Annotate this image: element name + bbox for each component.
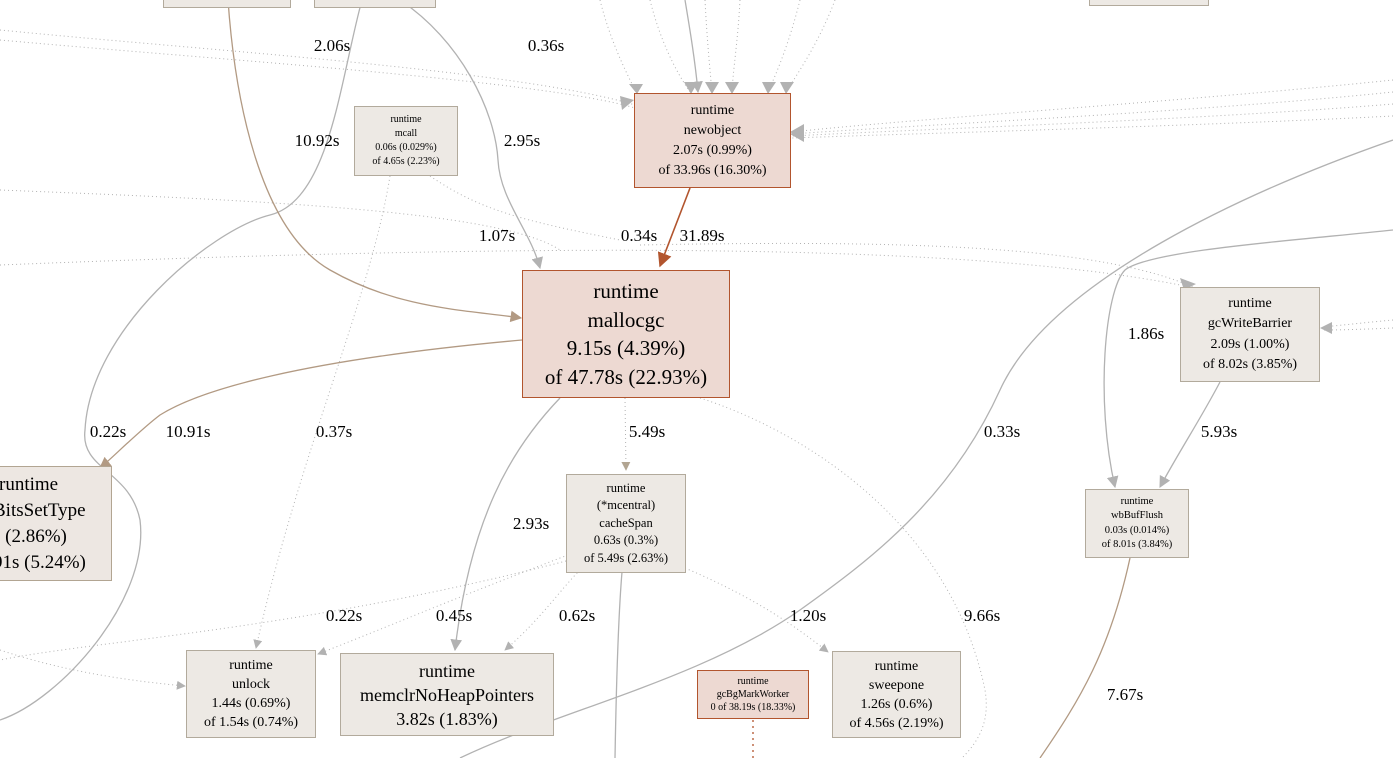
edge-label: 9.66s bbox=[963, 606, 1001, 625]
node-pkg: runtime bbox=[690, 102, 735, 118]
edge-label: 0.33s bbox=[983, 422, 1021, 441]
edge-label: 2.06s bbox=[313, 36, 351, 55]
node-flat: 2.07s (0.99%) bbox=[673, 142, 752, 158]
node-flat: 2.09s (1.00%) bbox=[1210, 336, 1290, 352]
node-stub-left[interactable] bbox=[163, 0, 291, 8]
node-flat: 9.15s (4.39%) bbox=[566, 336, 686, 360]
node-gcbgmarkworker[interactable]: runtime gcBgMarkWorker 0 of 38.19s (18.3… bbox=[697, 670, 809, 719]
tan-edges bbox=[99, 0, 1131, 758]
arrowheads-newobject bbox=[620, 82, 1332, 334]
node-func: unlock bbox=[231, 677, 271, 692]
node-pkg: runtime bbox=[606, 480, 646, 495]
node-flat: 1.26s (0.6%) bbox=[860, 696, 933, 712]
node-cum: of 5.49s (2.63%) bbox=[583, 550, 668, 565]
node-cum: of 1.54s (0.74%) bbox=[203, 715, 299, 730]
edge-label: 7.67s bbox=[1106, 685, 1144, 704]
node-cum: 91s (5.24%) bbox=[0, 551, 86, 573]
edge-label: 0.22s bbox=[89, 422, 127, 441]
node-pkg: runtime bbox=[737, 676, 769, 687]
node-cum: of 4.56s (2.19%) bbox=[849, 715, 944, 731]
node-mcall[interactable]: runtime mcall 0.06s (0.029%) of 4.65s (2… bbox=[354, 106, 458, 176]
node-func: sweepone bbox=[868, 677, 925, 693]
edge-label: 5.93s bbox=[1200, 422, 1238, 441]
node-cum: of 8.01s (3.84%) bbox=[1101, 539, 1173, 550]
node-func: gcWriteBarrier bbox=[1207, 316, 1293, 331]
edge-label: 0.62s bbox=[558, 606, 596, 625]
edge-label: 10.91s bbox=[165, 422, 211, 441]
node-flat: 0.06s (0.029%) bbox=[375, 142, 437, 153]
node-cum: of 8.02s (3.85%) bbox=[1202, 357, 1298, 372]
node-pkg: runtime bbox=[1120, 495, 1154, 507]
node-pkg: runtime bbox=[390, 114, 422, 125]
node-heapbitssettype[interactable]: runtime BitsSetType s (2.86%) 91s (5.24%… bbox=[0, 466, 112, 581]
edge-label: 1.20s bbox=[789, 606, 827, 625]
node-flat: 0.03s (0.014%) bbox=[1104, 524, 1170, 536]
node-sweepone[interactable]: runtime sweepone 1.26s (0.6%) of 4.56s (… bbox=[832, 651, 961, 738]
edge-label: 1.07s bbox=[478, 226, 516, 245]
node-cum: of 47.78s (22.93%) bbox=[544, 364, 708, 389]
node-cachespan[interactable]: runtime (*mcentral) cacheSpan 0.63s (0.3… bbox=[566, 474, 686, 573]
node-newobject[interactable]: runtime newobject 2.07s (0.99%) of 33.96… bbox=[634, 93, 791, 188]
node-stub-right[interactable] bbox=[1089, 0, 1209, 6]
node-unlock[interactable]: runtime unlock 1.44s (0.69%) of 1.54s (0… bbox=[186, 650, 316, 738]
node-cum: of 4.65s (2.23%) bbox=[372, 156, 440, 167]
node-flat: 0 of 38.19s (18.33%) bbox=[710, 702, 796, 713]
edge-label: 0.22s bbox=[325, 606, 363, 625]
node-pkg: runtime bbox=[874, 658, 919, 674]
node-pkg: runtime bbox=[0, 473, 59, 495]
node-func: cacheSpan bbox=[599, 515, 653, 530]
node-func: gcBgMarkWorker bbox=[716, 689, 790, 700]
node-stub-middle[interactable] bbox=[314, 0, 436, 8]
node-pkg: runtime bbox=[593, 279, 659, 303]
node-func: BitsSetType bbox=[0, 499, 86, 521]
node-receiver: (*mcentral) bbox=[596, 498, 656, 513]
edge-label: 2.93s bbox=[512, 514, 550, 533]
node-func: mallocgc bbox=[587, 307, 665, 332]
node-func: wbBufFlush bbox=[1111, 510, 1163, 521]
node-pkg: runtime bbox=[1228, 295, 1272, 311]
node-func: mcall bbox=[394, 128, 418, 139]
edge-label: 2.95s bbox=[503, 131, 541, 150]
node-mallocgc[interactable]: runtime mallocgc 9.15s (4.39%) of 47.78s… bbox=[522, 270, 730, 398]
edge-label: 0.34s bbox=[620, 226, 658, 245]
node-cum: of 33.96s (16.30%) bbox=[658, 162, 767, 178]
edge-label: 5.49s bbox=[628, 422, 666, 441]
edge-newobject-mallocgc bbox=[657, 187, 691, 268]
node-func: memclrNoHeapPointers bbox=[360, 684, 534, 705]
node-flat: 1.44s (0.69%) bbox=[211, 696, 291, 711]
node-pkg: runtime bbox=[419, 660, 475, 681]
dotted-lower-edges bbox=[0, 175, 987, 758]
edge-label: 31.89s bbox=[679, 226, 725, 245]
node-pkg: runtime bbox=[229, 658, 273, 673]
node-func: newobject bbox=[683, 122, 742, 138]
edge-label: 0.37s bbox=[315, 422, 353, 441]
edge-label: 0.36s bbox=[527, 36, 565, 55]
edge-label: 1.86s bbox=[1127, 324, 1165, 343]
edge-label: 10.92s bbox=[294, 131, 340, 150]
node-wbbufflush[interactable]: runtime wbBufFlush 0.03s (0.014%) of 8.0… bbox=[1085, 489, 1189, 558]
node-memclrnoheappointers[interactable]: runtime memclrNoHeapPointers 3.82s (1.83… bbox=[340, 653, 554, 736]
node-gcwritebarrier[interactable]: runtime gcWriteBarrier 2.09s (1.00%) of … bbox=[1180, 287, 1320, 382]
node-flat: 3.82s (1.83%) bbox=[396, 708, 498, 729]
node-flat: 0.63s (0.3%) bbox=[593, 533, 659, 548]
edge-label: 0.45s bbox=[435, 606, 473, 625]
node-flat: s (2.86%) bbox=[0, 525, 67, 547]
